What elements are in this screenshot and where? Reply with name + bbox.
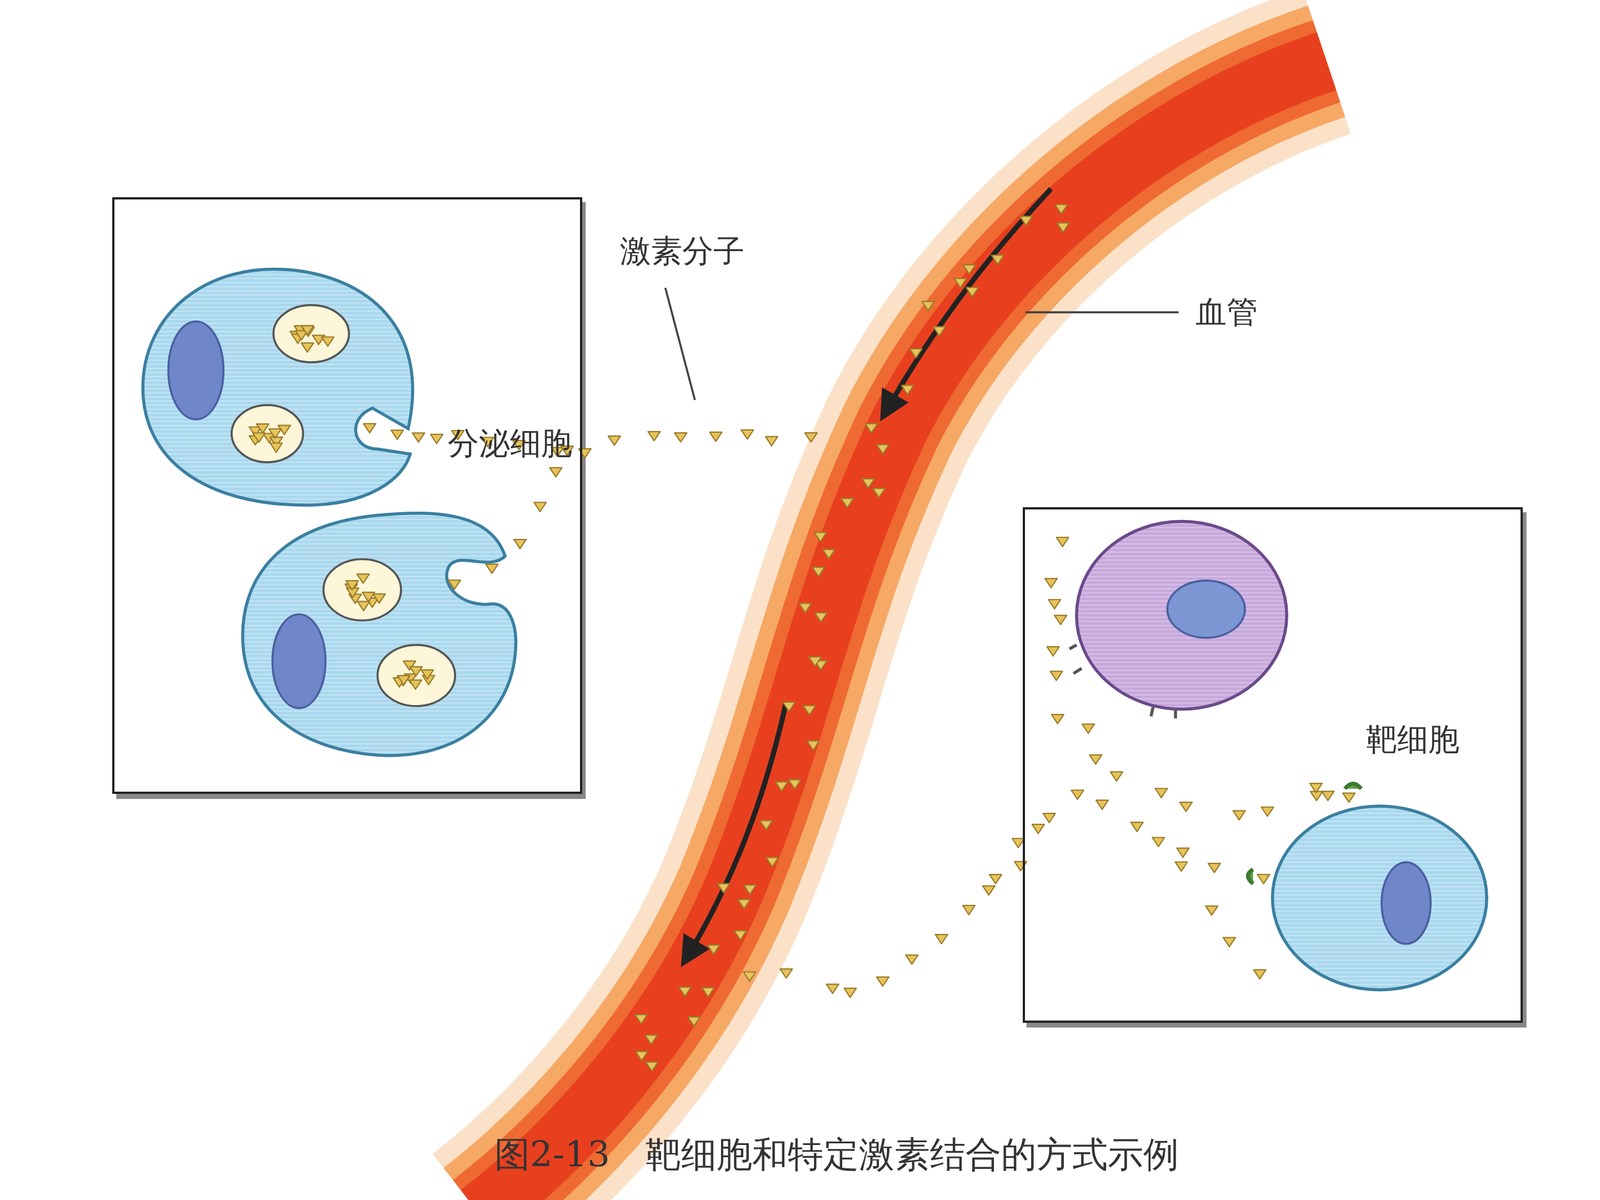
box-fill	[1022, 507, 1523, 1023]
receptor	[1069, 645, 1176, 719]
target-cell	[1076, 521, 1287, 710]
target-cell	[1247, 783, 1487, 990]
part-label: 血管	[1193, 293, 1260, 331]
figure-caption: 图2-13 靶细胞和特定激素结合的方式示例	[494, 1130, 1179, 1179]
hormone-molecules	[249, 204, 1356, 1072]
blood-vessel	[479, 61, 1327, 1200]
panel-box: 分泌细胞	[112, 197, 583, 794]
leader-line	[665, 287, 695, 400]
panel-box: 靶细胞	[1022, 507, 1523, 1023]
secretory-cell	[242, 513, 517, 756]
cell-label: 靶细胞	[1363, 720, 1462, 758]
part-label: 激素分子	[617, 232, 747, 270]
secretory-cell	[142, 269, 413, 506]
leader-line	[1025, 311, 1179, 314]
cell-label: 分泌细胞	[445, 424, 575, 462]
box-fill	[112, 196, 582, 794]
